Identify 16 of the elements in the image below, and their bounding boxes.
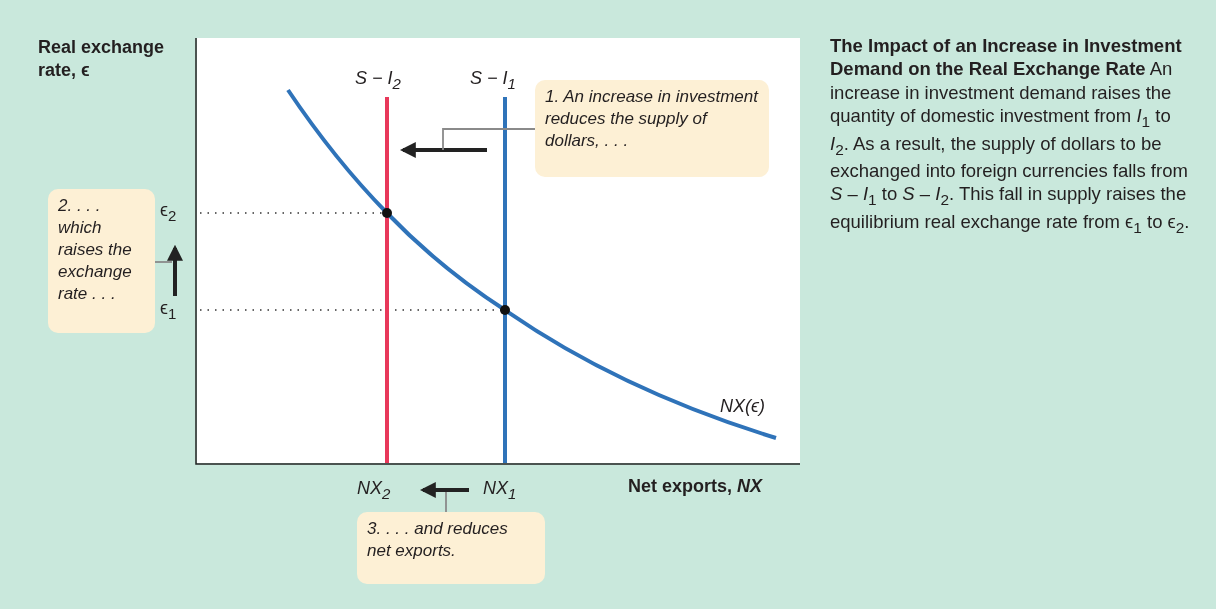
callout-box: 2. . . . which raises the exchange rate . . . — [48, 189, 155, 333]
leader-line — [442, 128, 536, 151]
axis-title: Real exchange rate, ϵ — [38, 36, 166, 83]
caption-text: The Impact of an Increase in Investment Demand on the Real Exchange Rate An increase in investment demand raises the quantity of domestic investment from I$_{1}$ to I$_{2}$. As a result, the supply of dollars to be exchanged into foreign currencies falls from S – I$_{1}$ to S – I$_{2}$. This fall in supply raises the equilibrium real exchange rate from ϵ$_{1}$ to ϵ$_{2}$. — [830, 34, 1190, 237]
axis-value-label: ϵ$_{2}$ — [160, 200, 177, 224]
line-label: S − I$_{2}$ — [355, 68, 401, 92]
axis-title: Net exports, NX — [628, 476, 763, 497]
line-label: S − I$_{1}$ — [470, 68, 516, 92]
curve-label: NX(ϵ) — [720, 396, 765, 417]
leader-line — [445, 491, 447, 513]
callout-box: 1. An increase in investment reduces the supply of dollars, . . . — [535, 80, 769, 177]
axis-value-label: ϵ$_{1}$ — [160, 298, 177, 322]
callout-box: 3. . . . and reduces net exports. — [357, 512, 545, 584]
axis-value-label: NX$_{1}$ — [483, 478, 517, 502]
axis-value-label: NX$_{2}$ — [357, 478, 391, 502]
leader-line — [154, 261, 173, 263]
